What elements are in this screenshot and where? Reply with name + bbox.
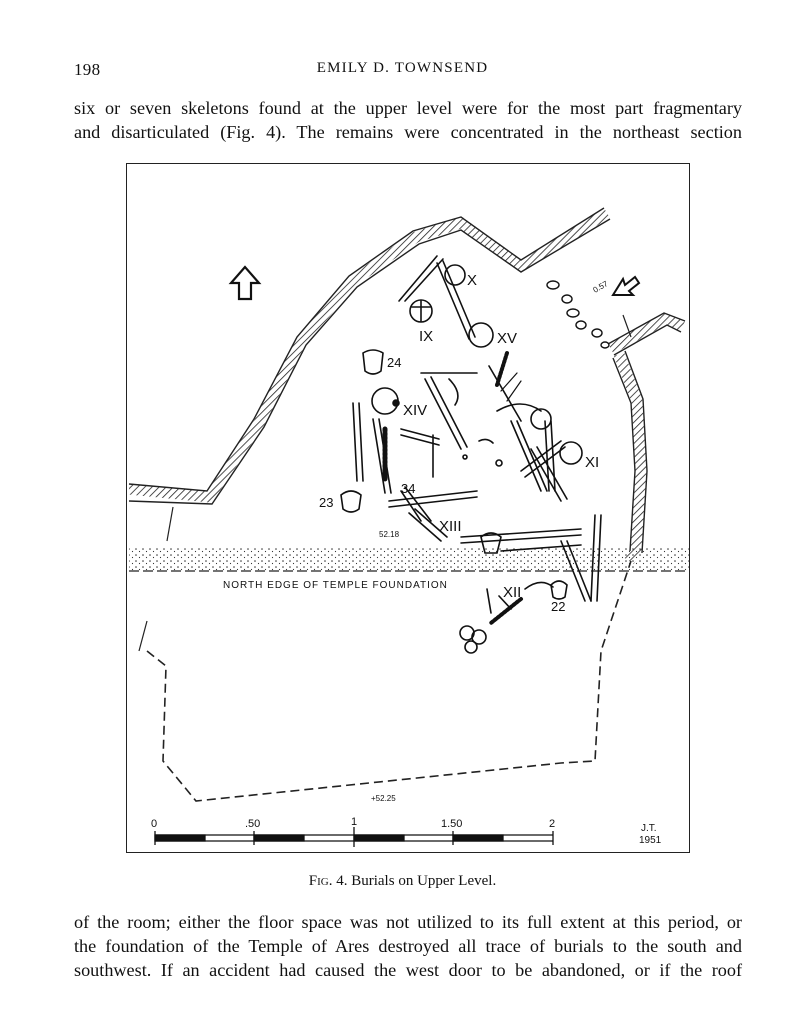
signature-initials: J.T. <box>641 823 657 834</box>
paragraph-line: and disarticulated (Fig. 4). The remains… <box>74 122 742 142</box>
burial-label-xii: XII <box>503 584 521 601</box>
page-number: 198 <box>74 60 101 79</box>
figure-frame: X IX XV XIV XI XIII XII 24 23 34 22 52.1… <box>126 163 690 853</box>
paragraph-bottom: of the room; either the floor space was … <box>74 910 742 982</box>
burial-label-x: X <box>467 272 477 289</box>
skeleton-remains <box>352 255 602 654</box>
caption-text: Burials on Upper Level. <box>351 873 497 889</box>
wall-ticks <box>138 314 632 652</box>
burial-label-xv: XV <box>497 330 517 347</box>
scale-tick-label: 1 <box>351 816 357 828</box>
scale-tick-label: .50 <box>245 818 260 830</box>
burial-label-xiii: XIII <box>439 518 462 535</box>
paragraph-line: six or seven skeletons found at the uppe… <box>74 98 742 118</box>
signature-year: 1951 <box>639 835 662 846</box>
paragraph-line: the foundation of the Temple of Ares des… <box>74 936 742 956</box>
burial-label-xiv: XIV <box>403 402 427 419</box>
paragraph-line: of the room; either the floor space was … <box>74 912 742 932</box>
elevation-label-5218: 52.18 <box>379 530 400 539</box>
burial-label-xi: XI <box>585 454 599 471</box>
pottery-vessels <box>340 349 568 600</box>
caption-fig-label: Fig. 4. <box>308 873 348 889</box>
scale-bar <box>154 827 554 847</box>
burial-plan-drawing: X IX XV XIV XI XIII XII 24 23 34 22 52.1… <box>128 207 689 847</box>
object-label-22: 22 <box>551 599 565 614</box>
object-label-34: 34 <box>401 481 415 496</box>
wall-hatched <box>128 207 686 565</box>
scale-tick-label: 0 <box>151 818 157 830</box>
paragraph-top: six or seven skeletons found at the uppe… <box>74 96 742 144</box>
figure-caption: Fig. 4. Burials on Upper Level. <box>0 873 805 890</box>
doorway-arrow-icon <box>611 275 641 296</box>
foundation-band <box>129 547 689 571</box>
doorway-stones <box>546 280 610 349</box>
scale-tick-label: 2 <box>549 818 555 830</box>
north-arrow-icon <box>228 265 262 301</box>
paragraph-line: southwest. If an accident had caused the… <box>74 960 742 980</box>
running-head: EMILY D. TOWNSEND <box>316 60 489 76</box>
burial-label-ix: IX <box>419 328 433 345</box>
room-outline-dashed <box>146 560 632 802</box>
elevation-label-057: 0.57 <box>592 279 610 295</box>
foundation-label: NORTH EDGE OF TEMPLE FOUNDATION <box>223 580 448 591</box>
elevation-label-5225: +52.25 <box>371 794 396 803</box>
object-label-23: 23 <box>319 495 333 510</box>
scale-tick-label: 1.50 <box>441 818 462 830</box>
object-label-24: 24 <box>387 355 401 370</box>
